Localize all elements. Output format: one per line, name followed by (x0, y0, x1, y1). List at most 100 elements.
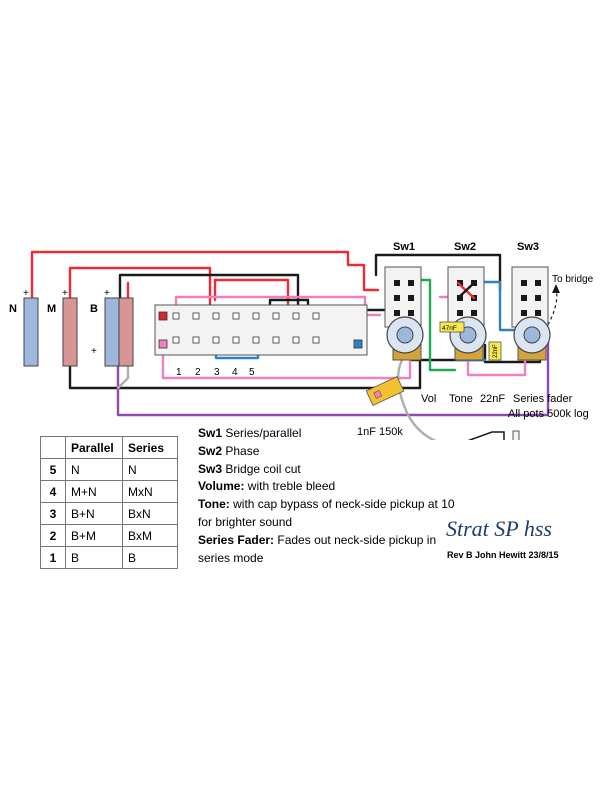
five-way-switch: 1 2 3 4 5 (154, 304, 368, 378)
mini-switch-lug (408, 280, 414, 286)
sw3-desc-label: Sw3 (198, 461, 223, 476)
switch-lug (232, 336, 240, 344)
switch-lug (252, 336, 260, 344)
table-row: 5 N N (40, 458, 178, 481)
table-cell-parallel: M+N (65, 480, 123, 503)
table-header: Series (122, 436, 178, 459)
wire-gray (116, 363, 130, 390)
switch-lug (192, 336, 200, 344)
all-pots-label: All pots 500k log (508, 408, 589, 420)
pickup-neck-label: N (9, 303, 17, 315)
table-row: 2 B+M BxM (40, 524, 178, 547)
switch-lug (172, 336, 180, 344)
diagram-title: Strat SP hss (446, 516, 552, 541)
wire-black-neck (68, 348, 422, 390)
fader-pot (513, 316, 551, 361)
switch-lug (212, 336, 220, 344)
series-fader-label: Series fader (513, 393, 573, 405)
sw1-desc: Sw1 Series/parallel (198, 425, 458, 443)
switch-lug (212, 312, 220, 320)
cap-22nf-tone: 22nF (488, 341, 502, 361)
wiring-diagram: N M B + + + + 1 2 3 4 5 Sw1 Sw2 Sw3 To b… (9, 241, 594, 440)
table-cell-pos: 3 (40, 502, 66, 525)
mini-switch-lug (471, 310, 477, 316)
mini-switch-lug (521, 280, 527, 286)
pickup-middle (62, 297, 78, 367)
mini-switch-lug (394, 295, 400, 301)
sw2-desc-label: Sw2 (198, 443, 223, 458)
switch-pos-4: 4 (232, 367, 238, 378)
treble-bleed (365, 376, 405, 406)
sw1-label: Sw1 (393, 241, 415, 253)
wire-blue-sw2 (476, 280, 502, 322)
table-cell-series: BxM (122, 524, 178, 547)
wire-black-top (118, 273, 300, 318)
switch-lug (312, 312, 320, 320)
to-bridge-label: To bridge (552, 274, 594, 285)
switch-blue-lug (353, 339, 363, 349)
switch-lug (272, 336, 280, 344)
sw1-desc-text: Series/parallel (222, 426, 302, 440)
table-row: 4 M+N MxN (40, 480, 178, 503)
switch-lug (292, 336, 300, 344)
mini-switch-lug (535, 280, 541, 286)
table-header: Parallel (65, 436, 123, 459)
sw2-phase-cross-black (456, 281, 476, 300)
pots: 47nF 22nF Vol Tone 22nF Series fader All… (357, 316, 589, 438)
mini-switch-lug (394, 310, 400, 316)
volume-desc-label: Volume: (198, 479, 245, 494)
tone-desc: Tone: with cap bypass of neck-side picku… (198, 496, 458, 532)
switch-lug (232, 312, 240, 320)
volume-desc: Volume: with treble bleed (198, 478, 458, 496)
table-cell-parallel: B+M (65, 524, 123, 547)
mini-switches: Sw1 Sw2 Sw3 To bridge (384, 241, 594, 328)
wire-red (30, 250, 380, 302)
mini-switch-lug (457, 280, 463, 286)
table-row: 1 B B (40, 546, 178, 569)
switch-lug (252, 312, 260, 320)
pickups: N M B + + + + (9, 288, 134, 367)
wire-purple (116, 338, 550, 417)
table-cell-series: MxN (122, 480, 178, 503)
fader-desc-label: Series Fader: (198, 532, 275, 547)
pickup-middle-label: M (47, 303, 56, 315)
switch-pos-1: 1 (176, 367, 182, 378)
control-description: Sw1 Series/parallel Sw2 Phase Sw3 Bridge… (198, 425, 458, 567)
mini-switch-lug (408, 310, 414, 316)
table-cell-parallel: B (65, 546, 123, 569)
pickup-bridge-coil-a (104, 297, 120, 367)
vol-pot (386, 316, 424, 361)
sw3-desc-text: Bridge coil cut (222, 461, 301, 476)
switch-lug (172, 312, 180, 320)
mini-switch-lug (394, 280, 400, 286)
mini-switch-lug (457, 295, 463, 301)
switch-lug (272, 312, 280, 320)
sw3-label: Sw3 (517, 241, 539, 253)
wire-red-middle (68, 266, 212, 318)
revision-note: Rev B John Hewitt 23/8/15 (447, 550, 559, 560)
tone-label: Tone (449, 393, 473, 405)
position-table: Parallel Series 5 N N 4 M+N MxN 3 B+N Bx… (40, 436, 178, 569)
fader-desc: Series Fader: Fades out neck-side pickup… (198, 532, 458, 568)
pickup-bridge-coil-b (118, 297, 134, 367)
plus-neck: + (23, 288, 29, 299)
wire-pink-top (174, 295, 382, 318)
table-cell-pos: 2 (40, 524, 66, 547)
svg-text:22nF: 22nF (493, 344, 499, 358)
table-header-row: Parallel Series (40, 436, 178, 459)
switch-lugs (172, 312, 320, 344)
vol-label: Vol (421, 393, 436, 405)
switch-lug (292, 312, 300, 320)
tone-desc-label: Tone: (198, 497, 230, 512)
mini-switch-lug (535, 310, 541, 316)
tone-cap-label: 22nF (480, 393, 505, 405)
switch-pos-5: 5 (249, 367, 255, 378)
switch-red-lug (158, 311, 168, 321)
plus-bridge-top: + (104, 288, 110, 299)
pickup-bridge-label: B (90, 303, 98, 315)
table-cell-series: N (122, 458, 178, 481)
output-cable (396, 358, 437, 440)
mini-switch-lug (535, 295, 541, 301)
table-cell-pos: 4 (40, 480, 66, 503)
table-cell-series: BxN (122, 502, 178, 525)
